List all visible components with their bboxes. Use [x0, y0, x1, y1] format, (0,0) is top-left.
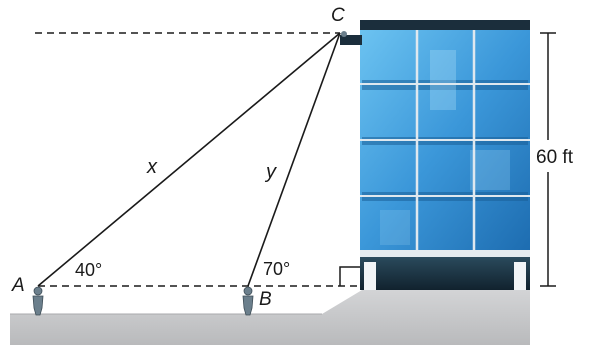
- building-ledge: [360, 250, 530, 257]
- side-y-label: y: [264, 161, 277, 183]
- building-roof: [360, 20, 530, 32]
- height-label: 60 ft: [536, 147, 574, 168]
- line-bc: [247, 32, 341, 287]
- point-c-label: C: [331, 5, 345, 26]
- point-a-label: A: [11, 275, 25, 296]
- point-b-label: B: [259, 289, 272, 310]
- angle-a-label: 40°: [75, 260, 102, 280]
- ground: [10, 290, 530, 345]
- angle-b-label: 70°: [263, 259, 290, 279]
- building: [340, 20, 530, 290]
- height-dimension: [540, 32, 556, 287]
- right-angle-marker: [339, 266, 360, 286]
- observer-platform: [340, 35, 362, 45]
- observer-b-figure: [242, 286, 254, 316]
- observer-a-figure: [32, 286, 44, 316]
- building-base: [360, 257, 530, 290]
- side-x-label: x: [146, 156, 158, 178]
- line-ac: [37, 32, 341, 287]
- window-mullions: [360, 30, 530, 252]
